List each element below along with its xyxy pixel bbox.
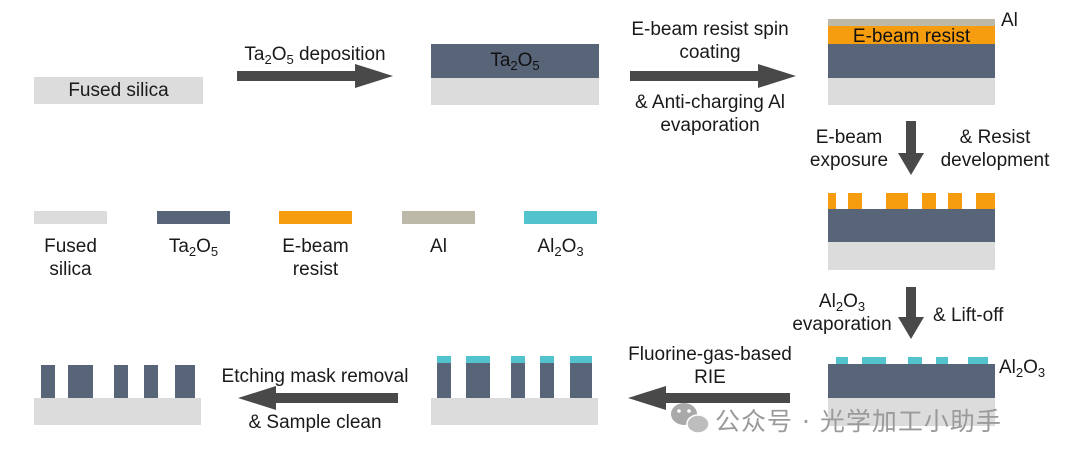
stage7-pillars bbox=[41, 365, 195, 398]
stage2-fused-silica bbox=[431, 78, 599, 105]
step-spin-coating-label-top: E-beam resist spin coating bbox=[612, 18, 808, 64]
stage6-fused-silica bbox=[431, 398, 598, 425]
stage4-fused-silica bbox=[828, 242, 995, 270]
arrow-rie bbox=[628, 386, 790, 410]
exposure-line3: & Resist bbox=[959, 127, 1031, 148]
stage3-al bbox=[828, 19, 995, 26]
step-deposition-label: Ta2O5 deposition bbox=[244, 44, 386, 67]
label-fused-silica-stage1: Fused silica bbox=[68, 80, 169, 101]
stage4-ta2o5 bbox=[828, 209, 995, 242]
legend-swatch-al2o3 bbox=[524, 211, 597, 224]
label-al2o3-side: Al2O3 bbox=[999, 357, 1046, 380]
step-spin-coating-label-bottom: & Anti-charging Al evaporation bbox=[612, 91, 808, 137]
legend-swatch-ta2o5 bbox=[157, 211, 230, 224]
stage5-ta2o5 bbox=[828, 364, 995, 398]
stage4-resist-pattern bbox=[828, 193, 995, 209]
legend-label-al: Al bbox=[430, 236, 447, 257]
exposure-line1: E-beam bbox=[815, 127, 883, 148]
legend-label-ta2o5: Ta2O5 bbox=[168, 236, 219, 259]
step-exposure-right: & Resist development bbox=[926, 126, 1064, 172]
legend-swatch-ebeam-resist bbox=[279, 211, 352, 224]
stage3-ebeam-resist bbox=[828, 26, 995, 44]
rie-line1: Fluorine-gas-based bbox=[628, 344, 792, 365]
stage3-fused-silica bbox=[828, 78, 995, 105]
stage1-fused-silica bbox=[34, 77, 203, 104]
stage5-al2o3-pattern bbox=[836, 357, 988, 364]
exposure-line2: exposure bbox=[809, 150, 889, 171]
stage7-fused-silica bbox=[34, 398, 201, 425]
spin-line2: coating bbox=[679, 42, 741, 63]
spin-line4: evaporation bbox=[660, 115, 760, 136]
step-mask-removal-top: Etching mask removal bbox=[221, 366, 409, 387]
legend-eb-line1: E-beam bbox=[282, 236, 349, 257]
exposure-line4: development bbox=[940, 150, 1050, 171]
step-mask-removal-bottom: & Sample clean bbox=[248, 412, 382, 433]
watermark-text: 公众号 · 光学加工小助手 bbox=[715, 407, 1002, 436]
spin-line1: E-beam resist spin bbox=[631, 19, 789, 40]
stage5-fused-silica bbox=[828, 398, 995, 426]
spin-line3: & Anti-charging Al bbox=[635, 92, 785, 113]
arrow-spin-coating bbox=[630, 64, 796, 88]
legend-swatch-fused-silica bbox=[34, 211, 107, 224]
rie-line2: RIE bbox=[694, 367, 726, 388]
step-exposure-left: E-beam exposure bbox=[794, 126, 904, 172]
legend-eb-line2: resist bbox=[292, 259, 339, 280]
arrow-mask-removal bbox=[238, 386, 398, 410]
evaporation-line1: Al2O3 bbox=[818, 291, 866, 314]
legend-fs-line1: Fused bbox=[44, 236, 97, 257]
stage2-ta2o5 bbox=[431, 44, 599, 78]
step-evaporation-left: Al2O3 evaporation bbox=[778, 290, 906, 336]
legend-label-ebeam-resist: E-beam resist bbox=[269, 235, 362, 281]
arrow-evaporation bbox=[898, 287, 924, 339]
legend-swatch-al bbox=[402, 211, 475, 224]
step-evaporation-right: & Lift-off bbox=[933, 305, 1004, 326]
legend-label-al2o3: Al2O3 bbox=[537, 236, 584, 259]
wechat-icon bbox=[671, 403, 710, 434]
stage6-al2o3-caps bbox=[437, 356, 592, 363]
arrow-deposition bbox=[237, 64, 393, 88]
label-ebeam-resist-stage3: E-beam resist bbox=[852, 26, 971, 47]
stage3-ta2o5 bbox=[828, 44, 995, 78]
legend-label-fused-silica: Fused silica bbox=[24, 235, 117, 281]
step-rie-label: Fluorine-gas-based RIE bbox=[612, 343, 808, 389]
label-ta2o5-stage2: Ta2O5 bbox=[490, 50, 540, 73]
evaporation-line2: evaporation bbox=[792, 314, 892, 335]
legend-fs-line2: silica bbox=[49, 259, 92, 280]
arrow-exposure bbox=[898, 121, 924, 175]
stage6-pillars bbox=[437, 363, 592, 398]
legend bbox=[34, 211, 597, 224]
label-al-top: Al bbox=[1001, 10, 1018, 31]
